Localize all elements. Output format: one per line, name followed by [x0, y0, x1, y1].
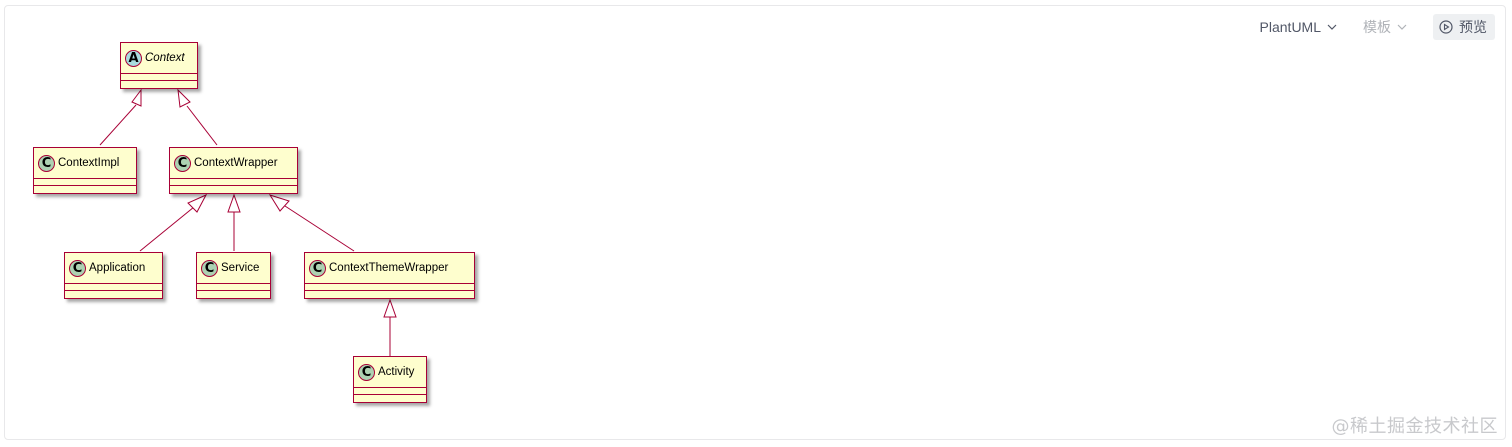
abstract-class-icon: A	[125, 49, 142, 67]
class-icon: C	[38, 154, 55, 172]
class-name: Activity	[378, 366, 415, 378]
arrowhead	[177, 88, 191, 108]
class-name: ContextThemeWrapper	[329, 262, 449, 274]
class-context: A Context	[120, 42, 198, 89]
play-icon	[1439, 20, 1453, 34]
class-icon: C	[309, 259, 326, 277]
chevron-down-icon	[1327, 24, 1337, 30]
class-icon: C	[69, 259, 86, 277]
class-icon: C	[201, 259, 218, 277]
class-name: ContextWrapper	[194, 157, 278, 169]
template-dropdown[interactable]: 模板	[1363, 17, 1407, 37]
language-label: PlantUML	[1259, 19, 1321, 35]
arrowhead	[131, 88, 142, 107]
class-icon: C	[174, 154, 191, 172]
preview-label: 预览	[1459, 19, 1487, 35]
toolbar: PlantUML 模板 预览	[1260, 14, 1495, 40]
arrowhead	[268, 194, 290, 212]
diagram-panel	[4, 5, 1506, 440]
arrowhead	[187, 193, 208, 213]
class-icon: C	[358, 363, 375, 381]
chevron-down-icon	[1397, 24, 1407, 30]
edge-contextwrapper-context	[186, 105, 218, 146]
edge-themewrapper-contextwrapper	[284, 205, 355, 252]
class-activity: C Activity	[353, 356, 427, 403]
class-name: Context	[145, 52, 185, 64]
watermark: @稀土掘金技术社区	[1331, 416, 1498, 437]
class-name: ContextImpl	[58, 157, 120, 169]
language-dropdown[interactable]: PlantUML	[1260, 19, 1337, 35]
class-name: Application	[89, 262, 146, 274]
class-contextimpl: C ContextImpl	[33, 147, 137, 194]
class-application: C Application	[64, 252, 163, 299]
class-contextthemewrapper: C ContextThemeWrapper	[304, 252, 475, 299]
arrowhead	[227, 193, 241, 213]
template-label: 模板	[1363, 19, 1391, 35]
edge-contextimpl-context	[99, 104, 137, 146]
class-name: Service	[221, 262, 260, 274]
preview-button[interactable]: 预览	[1433, 14, 1495, 40]
class-service: C Service	[196, 252, 271, 299]
edge-application-contextwrapper	[139, 206, 195, 252]
arrowhead	[383, 298, 397, 318]
class-contextwrapper: C ContextWrapper	[169, 147, 298, 194]
